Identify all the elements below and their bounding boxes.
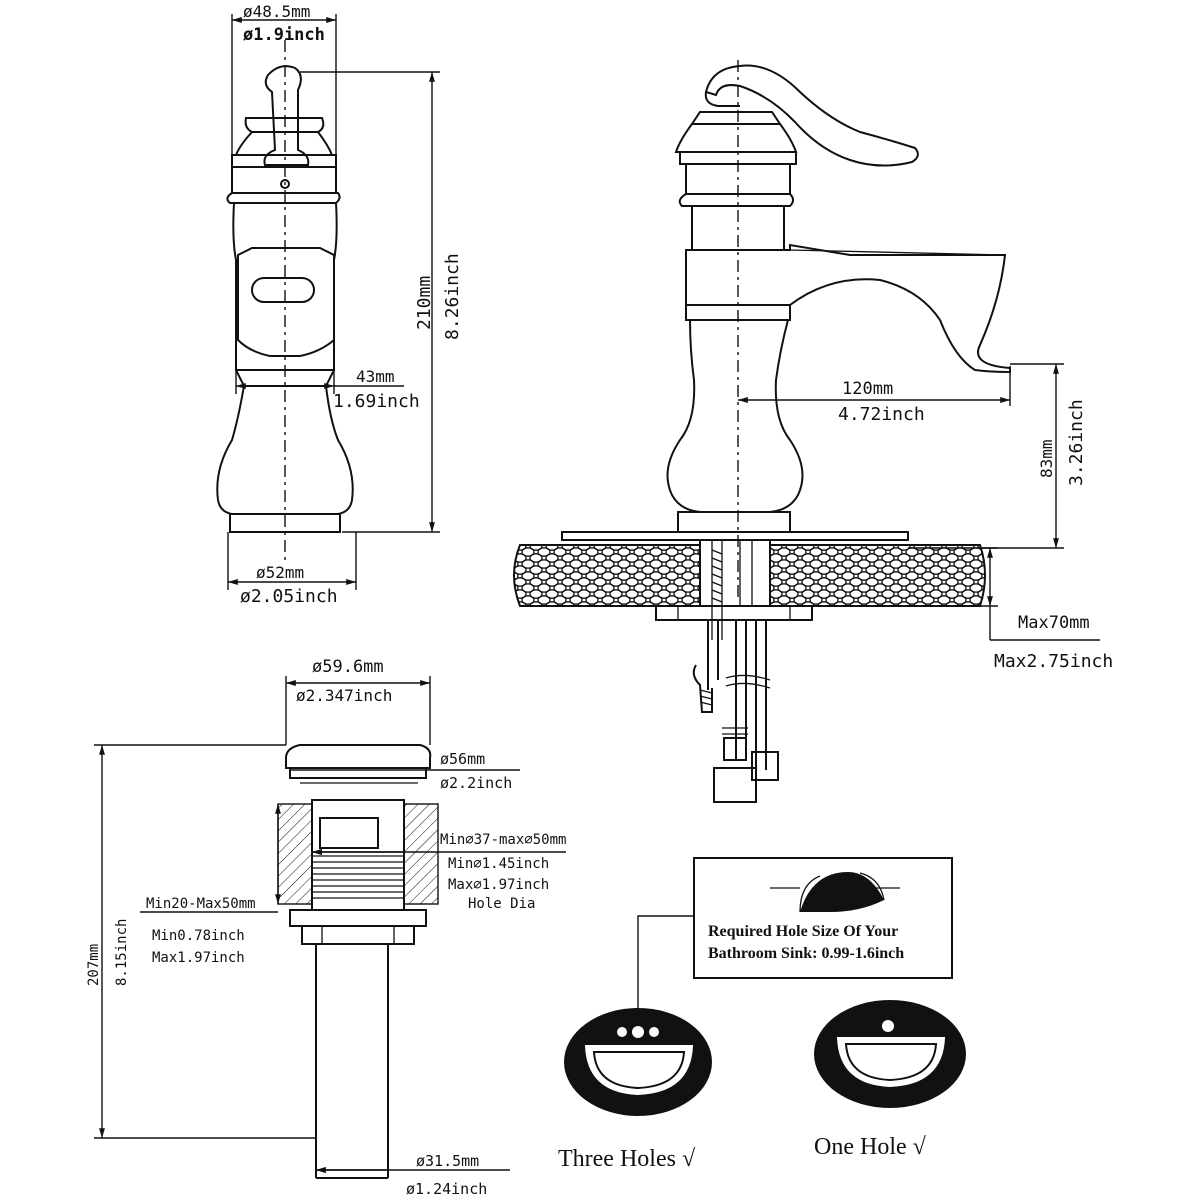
requirement-line1: Required Hole Size Of Your <box>708 923 898 940</box>
deck-max-inch: Max2.75inch <box>994 651 1113 672</box>
hole-dia-label: Hole Dia <box>468 896 535 912</box>
base-diameter-inch: ø2.05inch <box>240 586 338 607</box>
flange-diameter-mm: ø56mm <box>440 750 485 768</box>
faucet-side-view <box>561 60 1011 600</box>
requirement-line2: Bathroom Sink: 0.99-1.6inch <box>708 945 904 962</box>
one-hole-label: One Hole √ <box>814 1134 927 1160</box>
hole-max-inch: Max⌀1.97inch <box>448 877 549 893</box>
height-mm: 210mm <box>414 276 435 330</box>
thickness-max-inch: Max1.97inch <box>152 950 245 966</box>
countertop-section <box>513 539 986 640</box>
reach-mm: 120mm <box>842 379 893 399</box>
sink-three-holes: Three Holes √ <box>558 1008 712 1172</box>
neck-width-mm: 43mm <box>356 367 395 386</box>
flange-diameter-inch: ø2.2inch <box>440 774 512 792</box>
supply-lines <box>692 620 779 803</box>
tail-diameter-inch: ø1.24inch <box>406 1180 487 1198</box>
deck-max-mm: Max70mm <box>1018 613 1090 633</box>
spout-height-mm: 83mm <box>1037 439 1056 478</box>
hole-range-mm: Min⌀37-max⌀50mm <box>440 832 566 848</box>
reach-inch: 4.72inch <box>838 404 925 425</box>
cap-diameter-inch: ø2.347inch <box>296 686 392 705</box>
hole-min-inch: Min⌀1.45inch <box>448 856 549 872</box>
cap-diameter-mm: ø59.6mm <box>312 657 384 677</box>
base-diameter-mm: ø52mm <box>256 563 304 582</box>
tail-diameter-mm: ø31.5mm <box>416 1152 479 1170</box>
height-inch: 8.26inch <box>442 253 463 340</box>
top-diameter-mm: ø48.5mm <box>243 2 310 21</box>
total-height-inch: 8.15inch <box>114 919 130 986</box>
front-dimensions: ø48.5mm ø1.9inch 210mm 8.26inch 43mm 1.6… <box>227 2 463 607</box>
faucet-front-view <box>216 40 354 560</box>
spout-height-inch: 3.26inch <box>1066 399 1087 486</box>
drain-dimensions: ø59.6mm ø2.347inch ø56mm ø2.2inch Min⌀37… <box>86 657 566 1198</box>
neck-width-inch: 1.69inch <box>333 391 420 412</box>
thickness-min-inch: Min0.78inch <box>152 928 245 944</box>
three-holes-label: Three Holes √ <box>558 1146 696 1172</box>
hole-size-note: Required Hole Size Of Your Bathroom Sink… <box>637 857 953 1015</box>
total-height-mm: 207mm <box>86 944 102 986</box>
thickness-mm: Min20-Max50mm <box>146 896 256 912</box>
sink-one-hole: One Hole √ <box>814 1000 966 1160</box>
drain-assembly <box>277 744 439 1179</box>
top-diameter-inch: ø1.9inch <box>243 25 325 45</box>
side-dimensions: 120mm 4.72inch 83mm 3.26inch Max70mm Max… <box>738 363 1113 672</box>
